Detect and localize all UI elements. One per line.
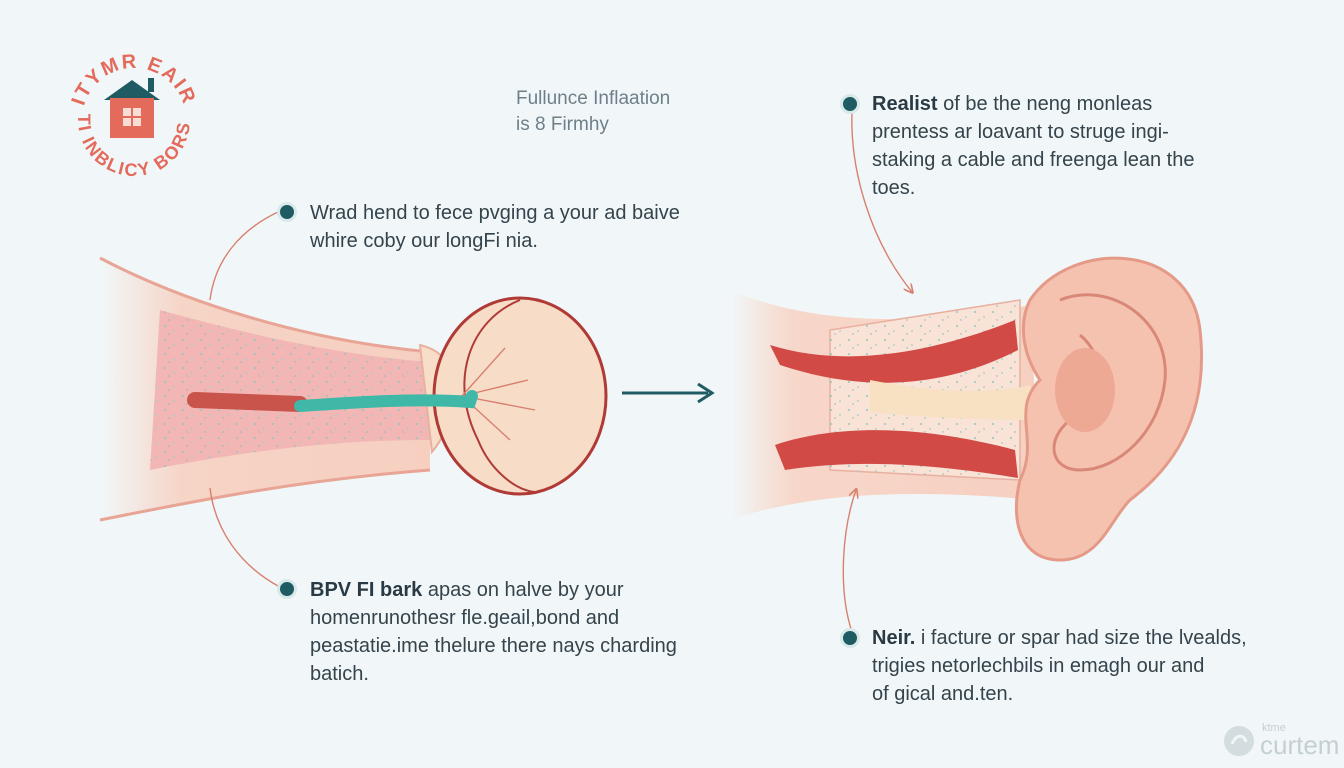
callout-lead: Neir.	[872, 627, 916, 649]
house-icon	[104, 78, 160, 138]
title-line-1: Fullunce Inflaation	[516, 88, 671, 109]
callout-line: of gical and.ten.	[872, 683, 1014, 705]
callout-line: whire coby our longFi nia.	[310, 230, 538, 252]
callout-dot-bottom-right	[840, 628, 860, 648]
callout-line: i facture or spar had size the lvealds,	[915, 627, 1247, 649]
watermark-small-text: ktme	[1262, 722, 1286, 734]
callout-line: prentess ar loavant to struge ingi-	[872, 121, 1169, 143]
left-ear-canal	[99, 256, 453, 522]
logo-badge: ITYMR EAIR ITI INBLICY BORSD	[59, 34, 202, 186]
transition-arrow	[622, 382, 715, 404]
title-line-2: is 8 Firmhy	[516, 114, 609, 135]
callout-line: batich.	[310, 663, 369, 685]
connector-lines	[209, 111, 912, 633]
callout-line: staking a cable and freenga lean the	[872, 149, 1195, 171]
callout-lead: BPV FI bark	[310, 579, 423, 601]
diagram-title: Fullunce Inflaation is 8 Firmhy	[516, 86, 670, 138]
callout-dot-bottom-left	[277, 579, 297, 599]
callout-dot-top-right	[840, 94, 860, 114]
callout-bottom-left: BPV FI bark apas on halve by your homenr…	[310, 576, 730, 688]
right-outer-ear	[1014, 256, 1203, 562]
callout-dot-top-left	[277, 202, 297, 222]
callout-line: homenrunothesr fle.geail,bond and	[310, 607, 620, 629]
left-probe	[187, 390, 478, 412]
callout-line: of be the neng monleas	[937, 93, 1153, 115]
right-ear-canal	[730, 290, 1040, 520]
callout-line: trigies netorlechbils in emagh our and	[872, 655, 1205, 677]
callout-top-left: Wrad hend to fece pvging a your ad baive…	[310, 199, 730, 255]
watermark: ktme curtem	[1222, 718, 1344, 764]
callout-line: toes.	[872, 177, 916, 199]
callout-lead: Realist	[872, 93, 938, 115]
callout-line: Wrad hend to fece pvging a your ad baive	[310, 202, 680, 224]
watermark-big-text: curtem	[1260, 730, 1340, 760]
callout-line: peastatie.ime thelure there nays chardin…	[310, 635, 677, 657]
watermark-logo-icon	[1224, 726, 1254, 756]
callout-top-right: Realist of be the neng monleas prentess …	[872, 90, 1232, 202]
callout-line: apas on halve by your	[422, 579, 624, 601]
callout-bottom-right: Neir. i facture or spar had size the lve…	[872, 624, 1272, 708]
